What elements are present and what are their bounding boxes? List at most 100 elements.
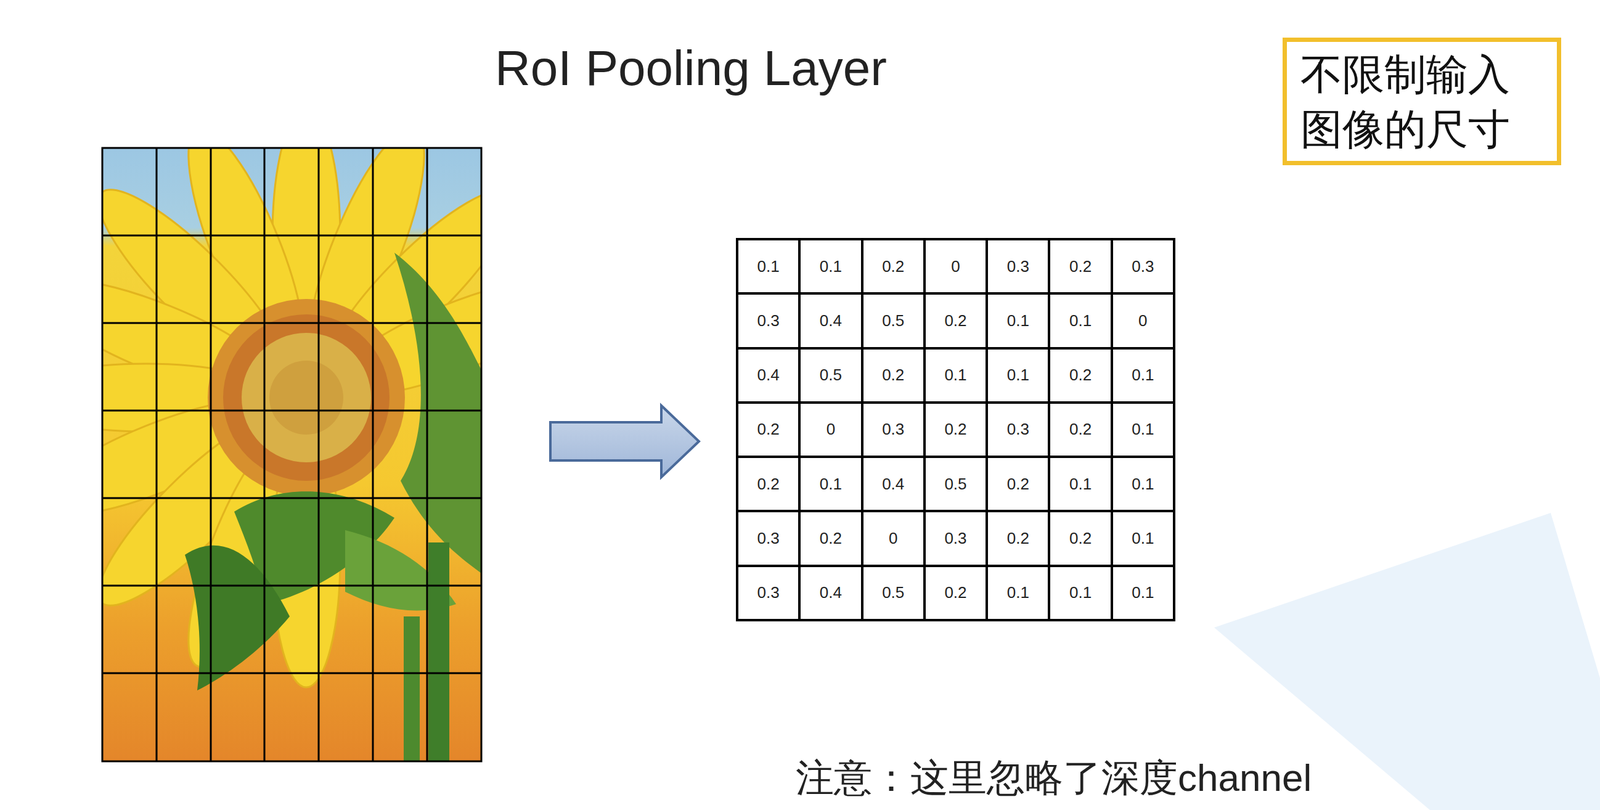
cell-value: 0.1 — [1007, 311, 1030, 331]
table-cell: 0.1 — [986, 348, 1049, 403]
cell-value: 0.3 — [757, 583, 780, 603]
table-cell: 0.2 — [924, 402, 987, 457]
flow-arrow — [550, 405, 699, 478]
table-cell: 0.5 — [862, 565, 925, 621]
cell-value: 0.3 — [1007, 257, 1030, 277]
table-cell: 0.2 — [986, 510, 1049, 566]
cell-value: 0.2 — [881, 257, 905, 277]
cell-value: 0.1 — [1069, 474, 1092, 494]
table-cell: 0 — [1111, 293, 1175, 348]
cell-value: 0.1 — [944, 365, 967, 385]
table-cell: 0.1 — [737, 239, 800, 294]
cell-value: 0.5 — [881, 583, 905, 603]
table-cell: 0.5 — [924, 456, 987, 511]
cell-value: 0.1 — [1069, 311, 1092, 331]
cell-value: 0.3 — [1131, 257, 1154, 277]
table-cell: 0.3 — [1111, 239, 1175, 294]
table-cell: 0.1 — [1048, 565, 1112, 621]
table-cell: 0.1 — [986, 293, 1049, 348]
slide-title: RoI Pooling Layer — [494, 40, 887, 97]
table-cell: 0.1 — [799, 239, 862, 294]
feature-map-table: 0.1 0.1 0.2 0 0.3 0.2 0.3 0.3 0.4 0.5 0.2 0.1 0.1 0 0.… — [735, 237, 1176, 622]
note-text: 注意：这里忽略了深度channel — [795, 751, 1312, 804]
cell-value: 0.3 — [881, 419, 905, 439]
table-cell: 0.4 — [737, 348, 800, 403]
cell-value: 0.5 — [881, 311, 905, 331]
table-cell: 0.2 — [737, 456, 800, 511]
cell-value: 0 — [888, 528, 898, 548]
table-cell: 0.4 — [799, 565, 862, 621]
callout-text: 不限制输入 图像的尺寸 — [1300, 46, 1544, 156]
table-cell: 0.3 — [924, 510, 987, 566]
cell-value: 0.1 — [757, 257, 780, 277]
cell-value: 0 — [1138, 311, 1147, 331]
table-cell: 0.1 — [799, 456, 862, 511]
table-cell: 0.1 — [1111, 348, 1175, 403]
cell-value: 0.2 — [1069, 257, 1092, 277]
table-cell: 0.2 — [862, 239, 925, 294]
cell-value: 0.1 — [1131, 583, 1154, 603]
table-cell: 0.1 — [1111, 510, 1175, 566]
cell-value: 0.2 — [1069, 528, 1092, 548]
table-cell: 0.4 — [862, 456, 925, 511]
sunflower-photo — [102, 147, 482, 762]
cell-value: 0.4 — [881, 474, 905, 494]
table-cell: 0.2 — [986, 456, 1049, 511]
table-cell: 0.1 — [1111, 402, 1175, 457]
cell-value: 0.2 — [1007, 528, 1030, 548]
table-cell: 0.2 — [737, 402, 800, 457]
cell-value: 0.1 — [1007, 365, 1030, 385]
table-cell: 0.2 — [1048, 402, 1112, 457]
cell-value: 0 — [826, 419, 836, 439]
cell-value: 0.2 — [944, 419, 967, 439]
cell-value: 0.2 — [1069, 419, 1092, 439]
table-cell: 0.2 — [799, 510, 862, 566]
table-cell: 0.2 — [1048, 348, 1112, 403]
table-cell: 0.1 — [1111, 565, 1175, 621]
table-cell: 0 — [862, 510, 925, 566]
cell-value: 0.3 — [1007, 419, 1030, 439]
table-cell: 0.3 — [862, 402, 925, 457]
cell-value: 0.4 — [819, 311, 842, 331]
table-cell: 0 — [924, 239, 987, 294]
cell-value: 0.2 — [757, 419, 780, 439]
cell-value: 0.3 — [944, 528, 967, 548]
cell-value: 0 — [951, 257, 960, 277]
table-cell: 0.3 — [737, 293, 800, 348]
table-cell: 0.1 — [1048, 456, 1112, 511]
table-cell: 0.5 — [799, 348, 862, 403]
pooling-grid — [102, 147, 482, 762]
table-cell: 0.5 — [862, 293, 925, 348]
table-cell: 0.1 — [1111, 456, 1175, 511]
cell-value: 0.2 — [757, 474, 780, 494]
cell-value: 0.4 — [819, 583, 842, 603]
table-cell: 0.2 — [924, 293, 987, 348]
table-cell: 0.4 — [799, 293, 862, 348]
cell-value: 0.1 — [1131, 419, 1154, 439]
cell-value: 0.2 — [881, 365, 905, 385]
cell-value: 0.3 — [757, 528, 780, 548]
table-cell: 0.2 — [1048, 510, 1112, 566]
table-cell: 0 — [799, 402, 862, 457]
cell-value: 0.2 — [819, 528, 842, 548]
cell-value: 0.1 — [1069, 583, 1092, 603]
cell-value: 0.1 — [1131, 474, 1154, 494]
cell-value: 0.2 — [944, 583, 967, 603]
table-cell: 0.2 — [862, 348, 925, 403]
cell-value: 0.1 — [1131, 365, 1154, 385]
cell-value: 0.1 — [1007, 583, 1030, 603]
table-cell: 0.2 — [1048, 239, 1112, 294]
table-cell: 0.1 — [986, 565, 1049, 621]
cell-value: 0.5 — [944, 474, 967, 494]
table-cell: 0.2 — [924, 565, 987, 621]
cell-value: 0.4 — [757, 365, 780, 385]
callout-box: 不限制输入 图像的尺寸 — [1282, 37, 1562, 166]
table-cell: 0.3 — [986, 239, 1049, 294]
table-cell: 0.3 — [986, 402, 1049, 457]
cell-value: 0.2 — [1007, 474, 1030, 494]
cell-value: 0.1 — [819, 257, 842, 277]
table-cell: 0.3 — [737, 565, 800, 621]
table-cell: 0.3 — [737, 510, 800, 566]
table-cell: 0.1 — [1048, 293, 1112, 348]
cell-value: 0.3 — [757, 311, 780, 331]
